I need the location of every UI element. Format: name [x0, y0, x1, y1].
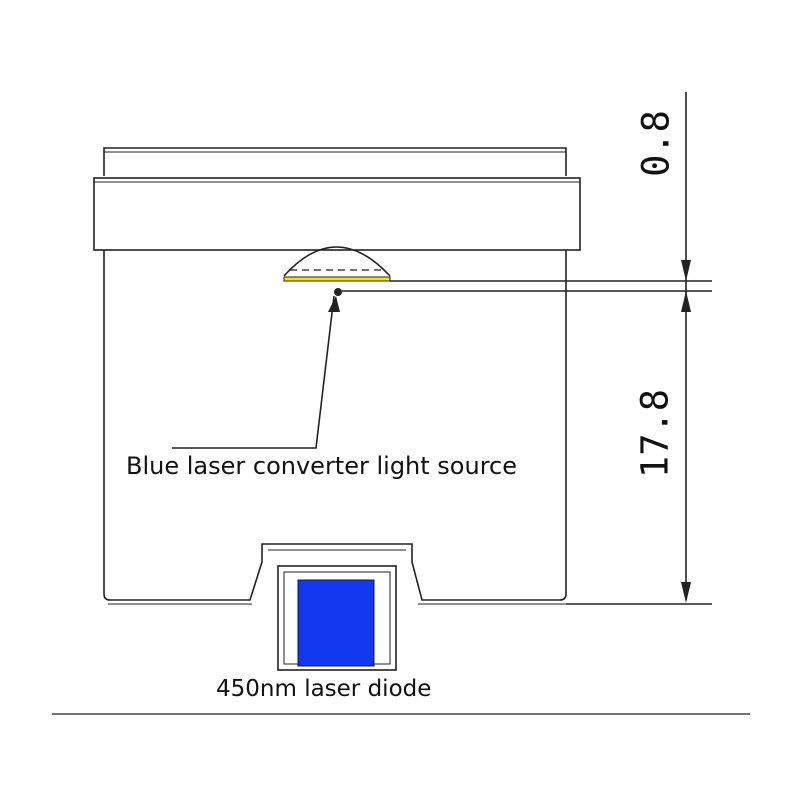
top-lip-outline [103, 147, 567, 176]
light-source-label: Blue laser converter light source [126, 452, 517, 480]
arrow-mid-up [681, 291, 691, 312]
phosphor-layer [283, 276, 391, 282]
leader-line [172, 295, 335, 449]
emitter-point [334, 288, 342, 296]
dimension-top-value: 0.8 [634, 110, 678, 177]
leader-arrowhead [328, 296, 340, 312]
housing-body-outline [103, 250, 567, 601]
arrow-bottom-down [681, 582, 691, 603]
laser-diode-emitter [297, 579, 375, 667]
dimension-main-value: 17.8 [633, 388, 677, 479]
cap-band [93, 177, 581, 251]
laser-diode-label: 450nm laser diode [216, 676, 432, 702]
arrow-top-down [681, 260, 691, 281]
lens-dome [283, 246, 391, 277]
